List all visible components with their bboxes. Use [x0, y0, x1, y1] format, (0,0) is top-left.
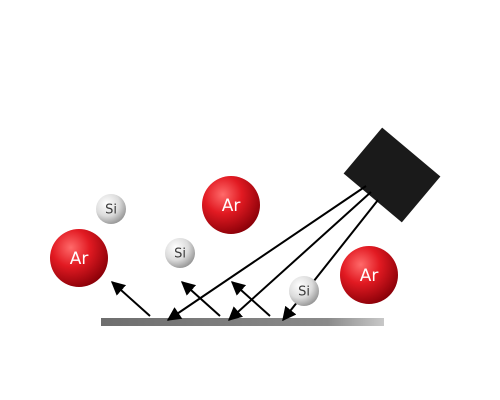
- silicon-atom: Si: [96, 194, 126, 224]
- silicon-atom-label: Si: [174, 247, 186, 262]
- silicon-atom-label: Si: [298, 285, 310, 300]
- argon-atom: Ar: [202, 176, 260, 234]
- ion-beam-line: [227, 191, 372, 321]
- ion-gun: [343, 127, 441, 223]
- substrate-surface: [101, 318, 384, 326]
- ejection-arrow: [110, 281, 151, 317]
- argon-atom-label: Ar: [222, 196, 241, 216]
- argon-atom-label: Ar: [70, 249, 89, 269]
- argon-atom: Ar: [50, 229, 108, 287]
- silicon-atom: Si: [165, 238, 195, 268]
- silicon-atom-label: Si: [105, 203, 117, 218]
- argon-atom-label: Ar: [360, 266, 379, 286]
- ejection-arrow: [180, 281, 221, 317]
- argon-atom: Ar: [340, 246, 398, 304]
- ejection-arrow: [230, 281, 271, 317]
- silicon-atom: Si: [289, 276, 319, 306]
